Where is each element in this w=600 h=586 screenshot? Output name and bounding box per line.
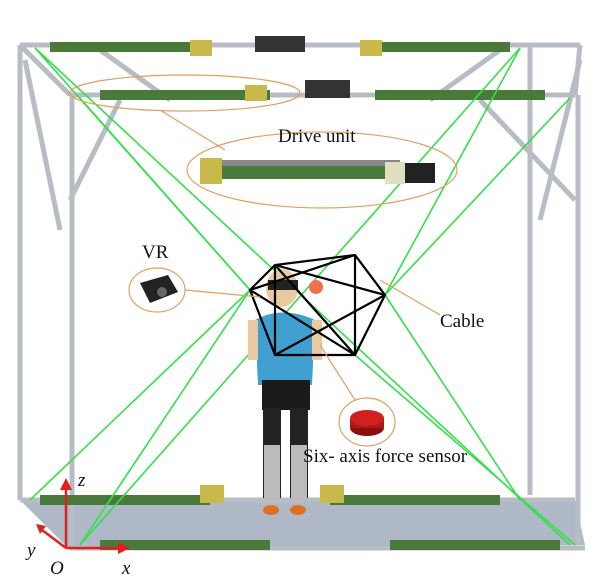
end-effector-cube bbox=[248, 253, 387, 357]
callouts bbox=[69, 74, 458, 447]
tracking-marker bbox=[309, 280, 323, 294]
force-sensor-image bbox=[350, 410, 384, 436]
cable-label: Cable bbox=[440, 311, 485, 332]
drive-units-top bbox=[50, 36, 545, 101]
y-axis-label: y bbox=[27, 540, 36, 561]
vr-headset-image bbox=[140, 275, 178, 303]
origin-label: O bbox=[50, 558, 64, 579]
cables bbox=[29, 47, 576, 546]
force-sensor-label: Six- axis force sensor bbox=[303, 446, 468, 467]
floor-platform bbox=[20, 500, 585, 550]
z-axis-label: z bbox=[78, 470, 86, 491]
drive-units-bottom bbox=[40, 485, 560, 550]
coordinate-axes bbox=[36, 478, 130, 554]
x-axis-label: x bbox=[122, 558, 131, 579]
drive-unit-label: Drive unit bbox=[278, 126, 356, 147]
drive-unit-detail bbox=[200, 158, 435, 184]
vr-label: VR bbox=[142, 242, 169, 263]
